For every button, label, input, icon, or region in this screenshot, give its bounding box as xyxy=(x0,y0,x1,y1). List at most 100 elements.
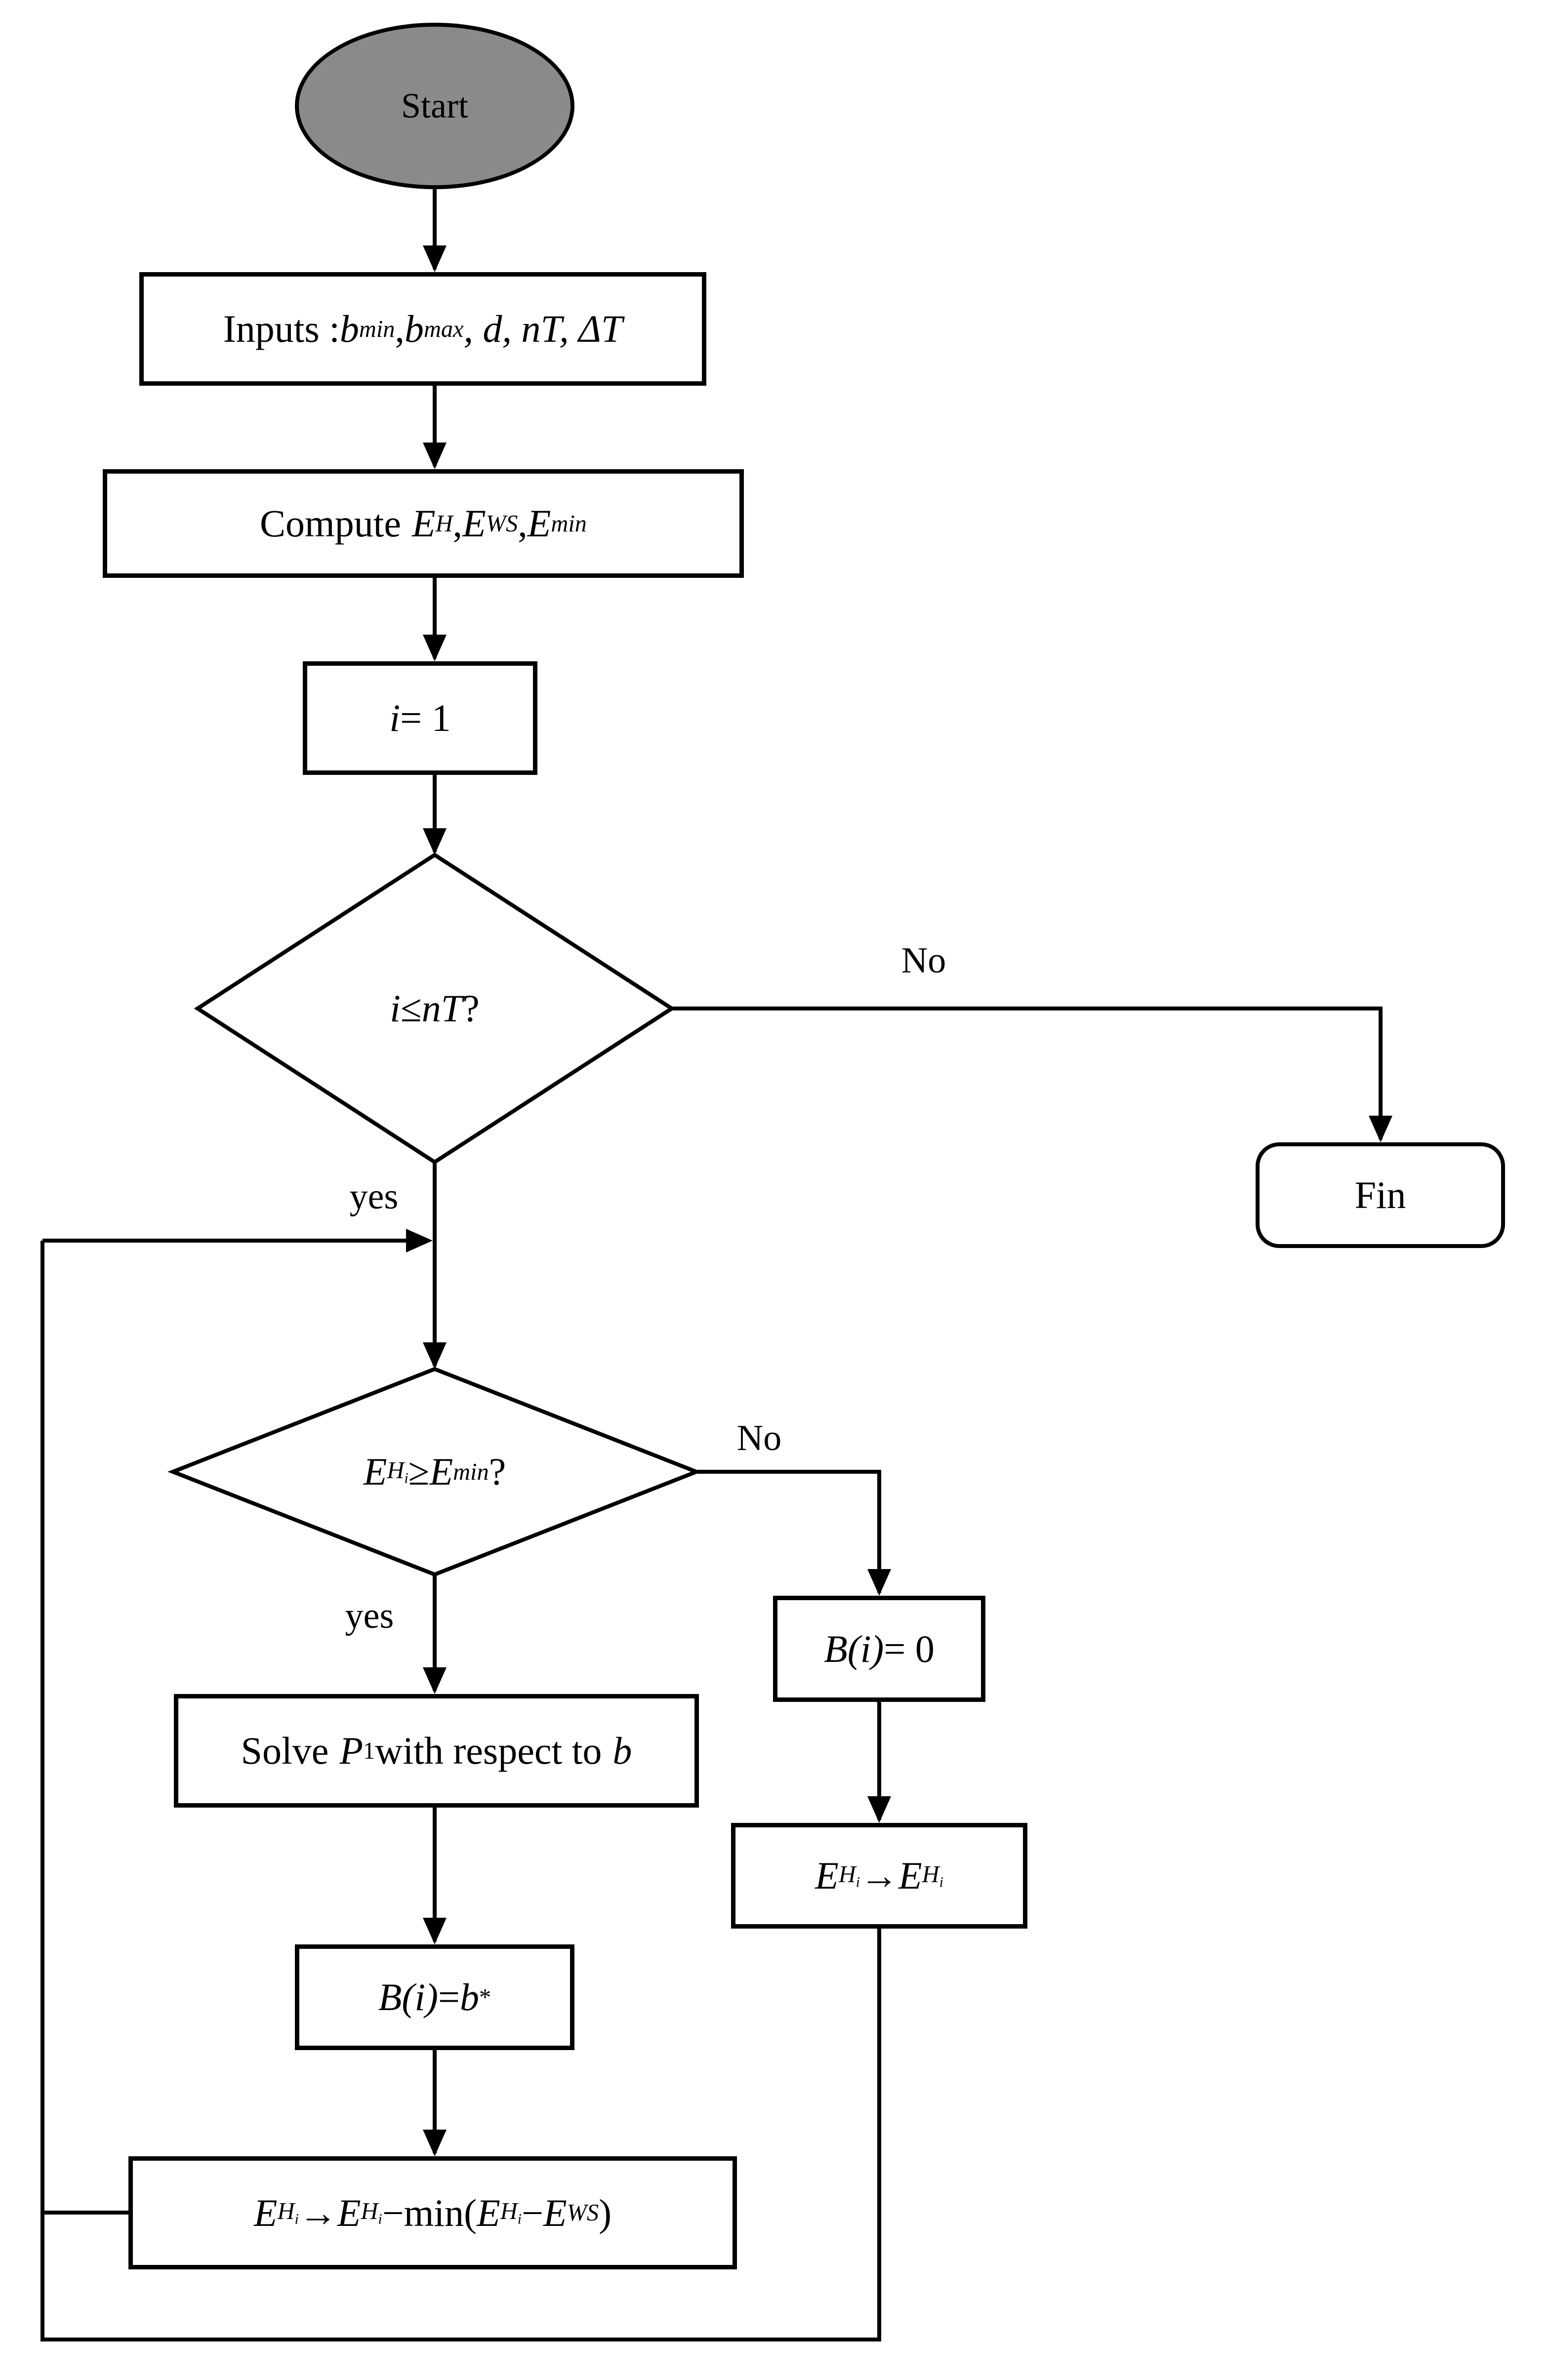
edge-label-no1-text: No xyxy=(901,940,946,981)
epass-var-E1: E xyxy=(815,1854,839,1897)
solve-pre: Solve xyxy=(241,1729,329,1772)
update-var-E2-sub: H xyxy=(361,2198,378,2225)
compute-comma1: , xyxy=(452,502,463,545)
inputs-var-b1: b xyxy=(339,307,359,350)
bzero-box: B(i) = 0 xyxy=(773,1596,985,1702)
cond2-var-E2-sub: min xyxy=(453,1458,489,1485)
compute-prefix: Compute xyxy=(260,502,402,545)
update-min-fn: min( xyxy=(404,2191,477,2234)
cond1-label: i ≤ nT ? xyxy=(286,969,583,1048)
bstar-expr: B(i) xyxy=(378,1976,439,2018)
update-var-E3: E xyxy=(477,2191,500,2234)
edge-cond2-yes-to-solve xyxy=(423,1574,447,1694)
start-node: Start xyxy=(295,23,574,189)
start-label: Start xyxy=(401,86,468,125)
init-eq: = 1 xyxy=(400,696,451,739)
cond2-var-E2: E xyxy=(429,1450,453,1493)
inputs-var-b2: b xyxy=(404,307,424,350)
update-var-E2-subsub: i xyxy=(378,2211,382,2227)
cond2-question: ? xyxy=(489,1450,506,1493)
compute-var-E3-sub: min xyxy=(551,510,587,537)
epass-var-E2-sub: H xyxy=(922,1861,939,1888)
bstar-box: B(i) = b* xyxy=(295,1944,574,2050)
edge-label-yes1-text: yes xyxy=(349,1176,399,1217)
solve-var-b: b xyxy=(612,1729,632,1772)
bzero-eq: = 0 xyxy=(884,1627,935,1670)
epass-var-E2-subsub: i xyxy=(939,1874,943,1891)
epass-var-E1-sub: H xyxy=(838,1861,856,1888)
bstar-eq: = xyxy=(438,1976,460,2018)
inputs-comma1: , xyxy=(395,307,405,350)
edge-inputs-to-compute xyxy=(423,386,447,469)
epass-var-E1-subsub: i xyxy=(856,1874,860,1891)
bzero-expr: B(i) xyxy=(824,1627,884,1670)
compute-var-E1: E xyxy=(412,502,436,545)
edge-label-yes2: yes xyxy=(320,1591,419,1641)
compute-var-E1-sub: H xyxy=(435,510,453,537)
cond1-question: ? xyxy=(462,987,480,1030)
edge-init-to-cond1 xyxy=(423,775,447,855)
edge-cond1-yes-to-cond2 xyxy=(423,1162,447,1369)
edge-bzero-to-epass xyxy=(867,1702,891,1823)
update-var-E1-sub: H xyxy=(277,2198,295,2225)
update-var-E2: E xyxy=(337,2191,361,2234)
update-var-E3-sub: H xyxy=(500,2198,518,2225)
edge-label-yes1: yes xyxy=(325,1172,423,1221)
bstar-var-b: b xyxy=(460,1976,480,2018)
inputs-tail: , d, nT, ΔT xyxy=(463,307,623,350)
fin-node: Fin xyxy=(1256,1142,1505,1248)
update-var-E3-subsub: i xyxy=(517,2211,522,2227)
compute-var-E2-sub: WS xyxy=(486,510,518,537)
inputs-prefix: Inputs : xyxy=(223,307,340,350)
update-var-E1: E xyxy=(253,2191,278,2234)
compute-var-E3: E xyxy=(527,502,551,545)
edge-solve-to-bstar xyxy=(423,1808,447,1944)
solve-var-P: P xyxy=(339,1729,363,1772)
cond1-var-i: i xyxy=(390,987,401,1030)
cond2-var-E1-subsub: i xyxy=(404,1470,408,1487)
update-close: ) xyxy=(599,2191,612,2234)
compute-comma2: , xyxy=(518,502,528,545)
update-minus2: − xyxy=(521,2191,543,2234)
solve-var-P-sub: 1 xyxy=(363,1737,375,1764)
edge-loop-merge-arrow xyxy=(42,1229,433,1252)
cond2-var-E1-sub: H xyxy=(387,1457,405,1484)
init-var-i: i xyxy=(389,696,401,739)
update-minus1: − xyxy=(382,2191,404,2234)
init-box: i = 1 xyxy=(303,661,537,775)
epass-var-E2: E xyxy=(898,1854,922,1897)
epass-arrow: → xyxy=(860,1854,898,1897)
update-var-E4-sub: WS xyxy=(567,2200,599,2226)
edge-start-to-inputs xyxy=(423,189,447,272)
cond2-op: ≥ xyxy=(408,1450,430,1493)
fin-label: Fin xyxy=(1354,1173,1406,1216)
cond1-diamond xyxy=(194,852,676,1165)
update-var-E1-subsub: i xyxy=(294,2211,299,2227)
solve-mid: with respect to xyxy=(375,1729,602,1772)
cond2-var-E1: E xyxy=(363,1450,387,1493)
update-arrow: → xyxy=(298,2191,337,2234)
edge-return-loop xyxy=(41,1241,881,2341)
inputs-var-b1-sub: min xyxy=(359,316,395,342)
edge-bstar-to-update xyxy=(423,2050,447,2156)
edge-compute-to-init xyxy=(423,578,447,661)
cond1-var-nT: nT xyxy=(421,987,463,1030)
inputs-var-b2-sub: max xyxy=(423,316,464,342)
update-var-E4: E xyxy=(543,2191,567,2234)
edge-label-no1: No xyxy=(874,936,973,985)
compute-var-E2: E xyxy=(462,502,486,545)
bstar-star: * xyxy=(479,1984,491,2011)
edge-label-no2-text: No xyxy=(736,1417,782,1458)
cond2-diamond xyxy=(167,1367,702,1577)
edge-label-yes2-text: yes xyxy=(345,1595,394,1636)
edge-label-no2: No xyxy=(710,1413,809,1463)
cond1-op: ≤ xyxy=(400,987,422,1030)
